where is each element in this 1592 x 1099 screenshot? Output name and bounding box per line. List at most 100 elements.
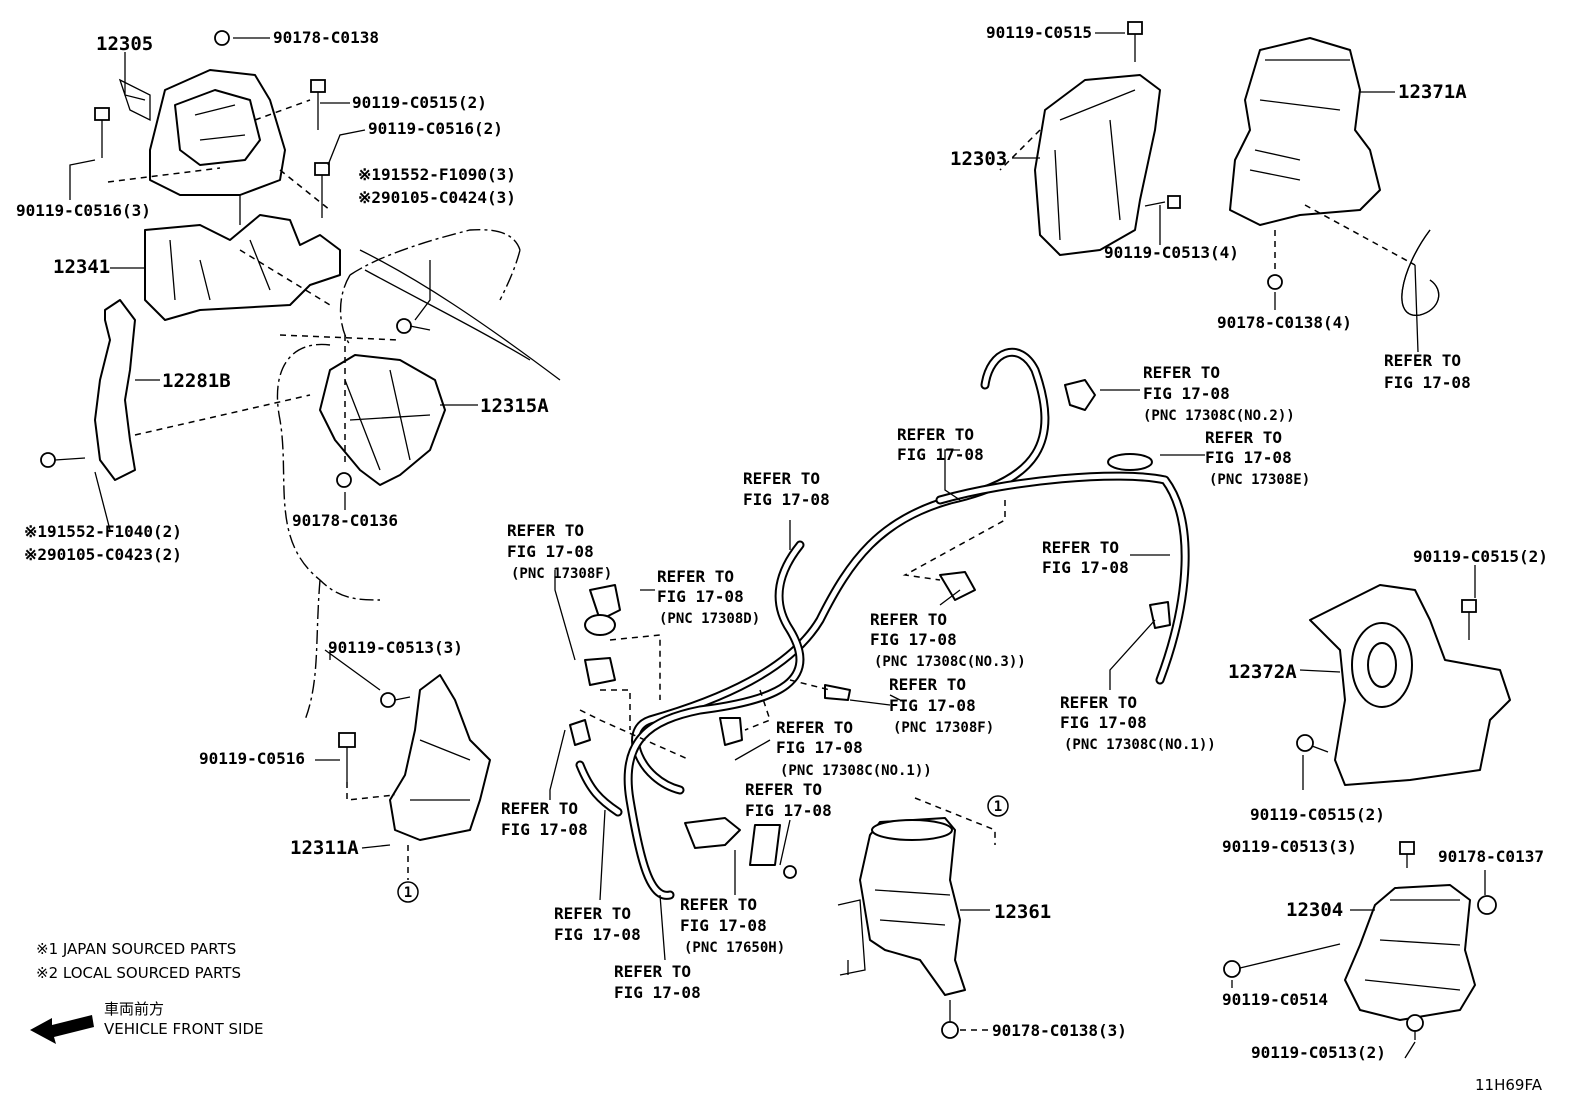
bolt-icon [40, 30, 431, 782]
svg-text:(PNC 17308C(NO.2)): (PNC 17308C(NO.2)) [1143, 408, 1295, 424]
refer-bracket-center: REFER TO FIG 17-08 [745, 780, 832, 820]
label-90119-C0513-2: 90119-C0513(2) [1251, 1043, 1386, 1062]
part-12372A-mount [1309, 584, 1511, 786]
label-90119-C0514: 90119-C0514 [1222, 990, 1328, 1009]
svg-text:REFER TO: REFER TO [1205, 428, 1282, 447]
label-90119-C0513-3-left: 90119-C0513(3) [328, 638, 463, 657]
svg-text:REFER TO: REFER TO [1042, 538, 1119, 557]
svg-text:FIG 17-08: FIG 17-08 [897, 445, 984, 464]
refer-hose-center: REFER TO FIG 17-08 [743, 469, 830, 509]
refer-17308F-center: REFER TO FIG 17-08 (PNC 17308F) [889, 675, 994, 736]
svg-text:1: 1 [404, 885, 412, 901]
label-91552-F1090: ※191552-F1090(3) [358, 165, 516, 184]
label-90119-C0515: 90119-C0515 [986, 23, 1092, 42]
refer-17308F-left: REFER TO FIG 17-08 (PNC 17308F) [507, 521, 612, 582]
svg-text:FIG 17-08: FIG 17-08 [554, 925, 641, 944]
part-12304-bracket [1344, 884, 1476, 1021]
svg-text:REFER TO: REFER TO [680, 895, 757, 914]
refer-hose-left: REFER TO FIG 17-08 [501, 799, 588, 839]
svg-text:FIG 17-08: FIG 17-08 [743, 490, 830, 509]
legend: ※1 JAPAN SOURCED PARTS ※2 LOCAL SOURCED … [30, 940, 264, 1044]
clip-icon [569, 379, 1171, 879]
svg-text:FIG 17-08: FIG 17-08 [1143, 384, 1230, 403]
label-12305: 12305 [96, 33, 153, 55]
label-90178-C0136: 90178-C0136 [292, 511, 398, 530]
part-12311A-bracket [389, 674, 491, 841]
svg-text:FIG 17-08: FIG 17-08 [657, 587, 744, 606]
label-90178-C0138-3: 90178-C0138(3) [992, 1021, 1127, 1040]
svg-text:REFER TO: REFER TO [870, 610, 947, 629]
refer-17308C-no1-center: REFER TO FIG 17-08 (PNC 17308C(NO.1)) [776, 718, 932, 779]
callout-1-left: 1 [397, 881, 419, 903]
label-90105-C0424: ※290105-C0424(3) [358, 188, 516, 207]
svg-text:(PNC 17308F): (PNC 17308F) [893, 720, 994, 736]
refer-17308D: REFER TO FIG 17-08 (PNC 17308D) [657, 567, 760, 627]
part-12305-mount [118, 69, 286, 225]
refer-hose-right: REFER TO FIG 17-08 [1042, 538, 1129, 577]
label-90178-C0137: 90178-C0137 [1438, 847, 1544, 866]
refer-17308C-no1-right: REFER TO FIG 17-08 (PNC 17308C(NO.1)) [1060, 693, 1216, 753]
svg-text:FIG 17-08: FIG 17-08 [1060, 713, 1147, 732]
label-90178-C0138: 90178-C0138 [273, 28, 379, 47]
label-90119-C0515-2: 90119-C0515(2) [352, 93, 487, 112]
nut-icon [941, 1000, 959, 1039]
svg-text:(PNC 17650H): (PNC 17650H) [684, 940, 785, 956]
vacuum-hose [575, 347, 1190, 900]
label-90119-C0515-2-low: 90119-C0515(2) [1250, 805, 1385, 824]
svg-text:REFER TO: REFER TO [743, 469, 820, 488]
refer-17650H: REFER TO FIG 17-08 (PNC 17650H) [680, 895, 785, 956]
part-12315A-bracket [319, 354, 446, 486]
label-12315A: 12315A [480, 395, 549, 417]
svg-text:FIG 17-08: FIG 17-08 [507, 542, 594, 561]
vehicle-front-jp: 車両前方 [104, 1000, 164, 1018]
svg-text:REFER TO: REFER TO [897, 425, 974, 444]
svg-text:REFER TO: REFER TO [501, 799, 578, 818]
svg-text:1: 1 [994, 799, 1002, 815]
part-12361-mount [837, 817, 966, 996]
svg-text:REFER TO: REFER TO [657, 567, 734, 586]
part-12281B-hook [94, 299, 136, 481]
part-12341-bracket [144, 214, 341, 321]
svg-text:(PNC 17308C(NO.3)): (PNC 17308C(NO.3)) [874, 654, 1026, 670]
label-12361: 12361 [994, 901, 1051, 923]
refer-hose-bottom-left: REFER TO FIG 17-08 [554, 904, 641, 944]
label-90119-C0513-3-right: 90119-C0513(3) [1222, 837, 1357, 856]
bolt-icon [1296, 599, 1477, 753]
refer-top-right: REFER TO FIG 17-08 [1384, 351, 1471, 392]
refer-17308E: REFER TO FIG 17-08 (PNC 17308E) [1205, 428, 1310, 488]
legend-note-japan: ※1 JAPAN SOURCED PARTS [36, 940, 236, 958]
svg-text:FIG 17-08: FIG 17-08 [745, 801, 832, 820]
svg-text:(PNC 17308E): (PNC 17308E) [1209, 472, 1310, 488]
vehicle-front-arrow-icon [30, 1015, 94, 1044]
engine-outline [276, 228, 521, 721]
label-90119-C0516: 90119-C0516 [199, 749, 305, 768]
label-90105-C0423: ※290105-C0423(2) [24, 545, 182, 564]
part-12371A-mount [1229, 37, 1440, 316]
svg-text:(PNC 17308C(NO.1)): (PNC 17308C(NO.1)) [780, 763, 932, 779]
svg-text:FIG 17-08: FIG 17-08 [614, 983, 701, 1002]
part-labels: 12305 90178-C0138 90119-C0515(2) 90119-C… [16, 23, 1548, 1062]
svg-text:REFER TO: REFER TO [1384, 351, 1461, 370]
label-90119-C0513-4: 90119-C0513(4) [1104, 243, 1239, 262]
label-12341: 12341 [53, 256, 110, 278]
svg-text:FIG 17-08: FIG 17-08 [501, 820, 588, 839]
svg-text:FIG 17-08: FIG 17-08 [776, 738, 863, 757]
svg-text:FIG 17-08: FIG 17-08 [1205, 448, 1292, 467]
label-91552-F1040: ※191552-F1040(2) [24, 522, 182, 541]
svg-text:REFER TO: REFER TO [614, 962, 691, 981]
label-90119-C0515-2-right: 90119-C0515(2) [1413, 547, 1548, 566]
svg-text:REFER TO: REFER TO [1143, 363, 1220, 382]
svg-text:REFER TO: REFER TO [889, 675, 966, 694]
label-90178-C0138-4: 90178-C0138(4) [1217, 313, 1352, 332]
part-12303-bracket [1034, 74, 1161, 256]
svg-text:REFER TO: REFER TO [1060, 693, 1137, 712]
refer-17308C-no3: REFER TO FIG 17-08 (PNC 17308C(NO.3)) [870, 610, 1026, 670]
svg-text:(PNC 17308C(NO.1)): (PNC 17308C(NO.1)) [1064, 737, 1216, 753]
svg-text:(PNC 17308F): (PNC 17308F) [511, 566, 612, 582]
svg-text:FIG 17-08: FIG 17-08 [680, 916, 767, 935]
figure-id: 11H69FA [1475, 1076, 1543, 1094]
label-90119-C0516-2: 90119-C0516(2) [368, 119, 503, 138]
svg-text:REFER TO: REFER TO [507, 521, 584, 540]
svg-text:(PNC 17308D): (PNC 17308D) [659, 611, 760, 627]
label-12311A: 12311A [290, 837, 359, 859]
